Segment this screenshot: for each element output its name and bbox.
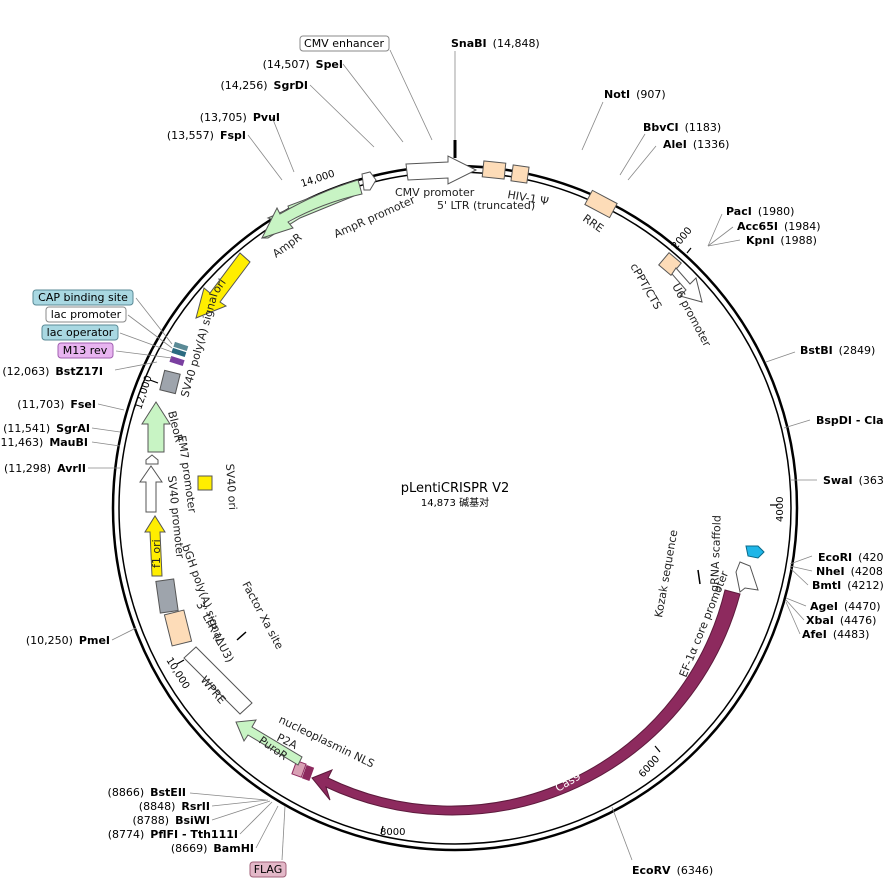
site-paci: PacI(1980)	[726, 205, 794, 218]
site-nhei: NheI(4208	[816, 565, 883, 578]
sv40-ori-label: SV40 ori	[223, 463, 239, 510]
site-xbai: XbaI(4476)	[806, 614, 876, 627]
site-alei: AleI(1336)	[663, 138, 729, 151]
site-noti: NotI(907)	[604, 88, 666, 101]
site-ecorv: EcoRV(6346)	[632, 864, 713, 877]
site-bamhi: (8669)BamHI	[171, 842, 254, 855]
site-fspi: (13,557)FspI	[167, 129, 246, 142]
m13-rev-feature	[169, 355, 185, 367]
svg-text:FLAG: FLAG	[254, 863, 283, 876]
site-spei: (14,507)SpeI	[263, 58, 343, 71]
kozak-sequence-label: Kozak sequence	[652, 529, 680, 619]
grna-scaffold-feature	[745, 545, 765, 559]
boxed-label-lac-operator: lac operator	[41, 324, 119, 341]
cap-binding-feature	[173, 341, 189, 352]
site-pflfi-tth111i: (8774)PflFI - Tth111I	[108, 828, 238, 841]
site-sgrdi: (14,256)SgrDI	[220, 79, 308, 92]
sv40-promoter-feature	[139, 465, 163, 513]
puror-feature	[235, 719, 303, 766]
factor-xa-marker	[236, 631, 247, 641]
plasmid-name: pLentiCRISPR V2	[401, 481, 510, 496]
site-agei: AgeI(4470)	[810, 600, 881, 613]
p2a-feature	[291, 760, 307, 778]
ampr-body	[261, 179, 363, 239]
plasmid-size: 14,873 碱基对	[421, 496, 489, 509]
factor-xa-label: Factor Xa site	[239, 579, 286, 651]
em7-promoter-feature	[145, 454, 159, 465]
boxed-label-cmv-enhancer: CMV enhancer	[299, 35, 390, 52]
kozak-sequence-marker	[697, 569, 701, 585]
bgh-polya-feature	[155, 578, 179, 614]
site-pvui: (13,705)PvuI	[200, 111, 280, 124]
site-ecori: EcoRI(420	[818, 551, 883, 564]
site-acc65i: Acc65I(1984)	[737, 220, 821, 233]
5-ltr-label: 5' LTR (truncated)	[437, 199, 535, 212]
site-bsiwi: (8788)BsiWI	[132, 814, 210, 827]
site-rsrii: (8848)RsrII	[139, 800, 210, 813]
rre-label: RRE	[580, 212, 606, 235]
boxed-label-lac-promoter: lac promoter	[45, 306, 127, 323]
wpre-feature	[183, 646, 253, 715]
cppt-cts-label: cPPT/CTS	[627, 261, 664, 312]
site-bmti: BmtI(4212)	[812, 579, 884, 592]
site-connector-lines	[88, 49, 817, 861]
tick-label-4000: 4000	[775, 497, 786, 522]
site-fsei: (11,703)FseI	[17, 398, 96, 411]
f1-ori-label: f1 ori	[150, 539, 163, 568]
cmv-promoter-label: CMV promoter	[395, 186, 475, 199]
hiv1-psi-feature	[510, 164, 530, 184]
site-bstbi: BstBI(2849)	[800, 344, 875, 357]
site-maubi: 11,463)MauBI	[1, 436, 88, 449]
nucleoplasmin-nls-feature	[301, 765, 315, 781]
ampr-label: AmpR	[270, 230, 305, 260]
ef1a-promoter-feature	[735, 561, 759, 593]
cas9-feature	[311, 589, 741, 816]
boxed-label-flag: FLAG	[249, 861, 287, 878]
3-ltr-feature	[163, 609, 193, 647]
site-kpni: KpnI(1988)	[746, 234, 817, 247]
grna-scaffold-label: gRNA scaffold	[708, 515, 724, 592]
ampr-promoter-feature	[361, 171, 377, 191]
bleor-label: BleoR	[165, 410, 185, 444]
lac-operator-feature	[171, 347, 187, 358]
site-bspdi-clai: BspDI - Cla	[816, 414, 884, 427]
site-pmei: (10,250)PmeI	[26, 634, 110, 647]
svg-text:CMV enhancer: CMV enhancer	[304, 37, 384, 50]
tick-label-8000: 8000	[380, 827, 405, 838]
svg-text:lac promoter: lac promoter	[51, 308, 122, 321]
u6-promoter-feature	[671, 267, 703, 303]
tick-label-2000: 2000	[670, 225, 695, 252]
tick-label-14000: 14,000	[300, 169, 337, 190]
svg-text:lac operator: lac operator	[47, 326, 114, 339]
svg-text:M13 rev: M13 rev	[63, 344, 108, 357]
boxed-label-cap-binding-site: CAP binding site	[32, 289, 134, 306]
site-sgrai: (11,541)SgrAI	[3, 422, 90, 435]
tick-label-12000: 12,000	[133, 374, 154, 411]
ori-feature	[195, 252, 251, 319]
cmv-promoter-feature	[405, 155, 478, 185]
site-bbvci: BbvCI(1183)	[643, 121, 721, 134]
boxed-label-m13-rev: M13 rev	[57, 342, 114, 359]
sv40-ori-feature	[197, 475, 213, 491]
site-snabi: SnaBI(14,848)	[451, 37, 540, 50]
f1-ori-feature	[144, 515, 166, 577]
rre-feature	[584, 189, 618, 219]
sv40-polya-feature	[159, 369, 181, 395]
site-bsteii: (8866)BstEII	[108, 786, 186, 799]
5-ltr-feature	[481, 160, 507, 180]
svg-text:CAP binding site: CAP binding site	[38, 291, 128, 304]
site-swai: SwaI(363	[823, 474, 884, 487]
site-afei: AfeI(4483)	[802, 628, 869, 641]
bleor-feature	[141, 401, 171, 453]
site-bstz17i: (12,063)BstZ17I	[2, 365, 103, 378]
site-avrii: (11,298)AvrII	[4, 462, 86, 475]
